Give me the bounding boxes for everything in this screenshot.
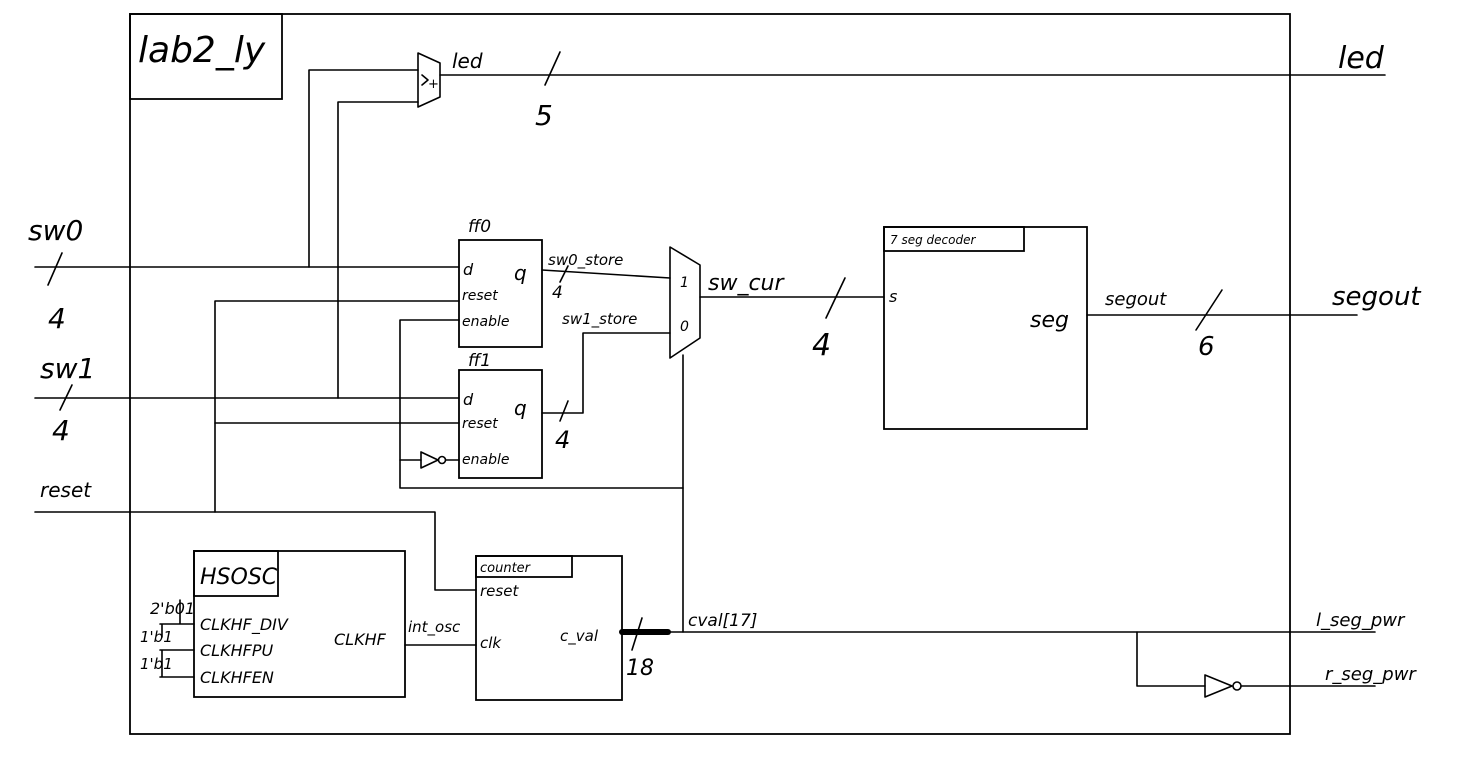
sw-mux [669, 246, 701, 359]
led-bus-slash [544, 51, 561, 86]
mux-in1: 1 [680, 275, 689, 291]
inverter-r-seg [1204, 674, 1233, 698]
ff0-d: d [463, 260, 474, 279]
sw-cur-width: 4 [812, 328, 831, 363]
wire-reset-to-ffs [214, 300, 460, 513]
hsosc-pu: CLKHFPU [200, 641, 273, 660]
port-sw0: sw0 [28, 214, 83, 247]
led-mux [417, 52, 441, 108]
c-val-width: 18 [626, 656, 654, 681]
ff0-enable: enable [462, 314, 509, 330]
ff1-enable: enable [462, 452, 509, 468]
wire-sw1-store [541, 332, 671, 414]
sw0-bus-slash [47, 252, 63, 286]
hsosc-title-box [193, 550, 279, 597]
wire-sw0-store [541, 269, 671, 279]
port-r-seg-pwr: r_seg_pwr [1325, 664, 1417, 685]
inverter-enable-bubble [437, 455, 447, 465]
segout-width: 6 [1198, 332, 1215, 362]
sw1-store-label: sw1_store [562, 310, 637, 329]
decoder-title: 7 seg decoder [890, 233, 976, 247]
port-l-seg-pwr: l_seg_pwr [1316, 610, 1406, 631]
wire-sw1-to-ledmux [337, 101, 419, 399]
cval17-label: cval[17] [688, 611, 757, 631]
ff0-block [458, 239, 543, 348]
port-reset: reset [40, 478, 92, 502]
decoder-title-box [883, 226, 1025, 252]
hsosc-input-wires [159, 599, 195, 678]
sw0-width: 4 [48, 302, 66, 335]
hsosc-div-val: 2'b01 [150, 599, 195, 618]
ff1-name: ff1 [468, 351, 491, 371]
led-mux-plus: + [428, 77, 439, 92]
hsosc-en: CLKHFEN [200, 668, 274, 687]
sw0-store-slash [559, 265, 569, 283]
ff1-d: d [463, 390, 474, 409]
counter-clk: clk [480, 634, 502, 652]
wire-reset-to-counter [34, 511, 477, 591]
counter-title-box [475, 555, 573, 578]
led-mux-select-mark [421, 74, 429, 86]
sw1-width: 4 [52, 414, 70, 447]
module-boundary [129, 13, 1291, 735]
hsosc-en-val: 1'b1 [140, 655, 173, 673]
ff1-reset: reset [462, 416, 498, 432]
counter-title: counter [480, 561, 532, 576]
counter-reset: reset [480, 582, 519, 600]
sw-cur-slash [825, 277, 846, 319]
hsosc-out: CLKHF [334, 630, 387, 649]
mux-in0: 0 [680, 319, 689, 335]
wire-sw0-to-ledmux [308, 69, 419, 268]
ff0-name: ff0 [468, 217, 491, 237]
ff1-q: q [514, 396, 527, 420]
segout-slash [1195, 289, 1223, 331]
counter-out: c_val [560, 627, 599, 646]
sw1-bus-slash [59, 384, 73, 411]
inverter-r-seg-bubble [1232, 681, 1242, 691]
sw-cur-label: sw_cur [708, 271, 785, 296]
wire-enable-ff0 [399, 319, 684, 489]
ff0-reset: reset [462, 288, 498, 304]
port-sw1: sw1 [40, 352, 95, 385]
led-wire-label: led [452, 49, 483, 73]
hsosc-div: CLKHF_DIV [200, 615, 289, 635]
decoder-s: s [889, 287, 897, 306]
ff0-q: q [514, 261, 527, 285]
module-name-box [129, 13, 283, 100]
sw0-store-width: 4 [552, 283, 563, 303]
wire-r-seg-pwr [1136, 631, 1206, 687]
module-name: lab2_ly [138, 30, 266, 71]
c-val-slash [631, 617, 643, 651]
led-bus-width: 5 [535, 99, 553, 132]
inverter-enable-ff1 [420, 451, 439, 469]
int-osc-label: int_osc [408, 618, 461, 637]
sw0-store-label: sw0_store [548, 251, 623, 270]
port-segout: segout [1332, 282, 1421, 312]
segout-wire-label: segout [1105, 289, 1167, 310]
hsosc-pu-val: 1'b1 [140, 628, 173, 646]
hsosc-title: HSOSC [200, 565, 278, 590]
decoder-seg: seg [1030, 308, 1069, 333]
ff1-q-width: 4 [555, 426, 570, 454]
ff1-q-slash [559, 400, 569, 422]
port-led: led [1338, 41, 1385, 76]
ff1-block [458, 369, 543, 479]
